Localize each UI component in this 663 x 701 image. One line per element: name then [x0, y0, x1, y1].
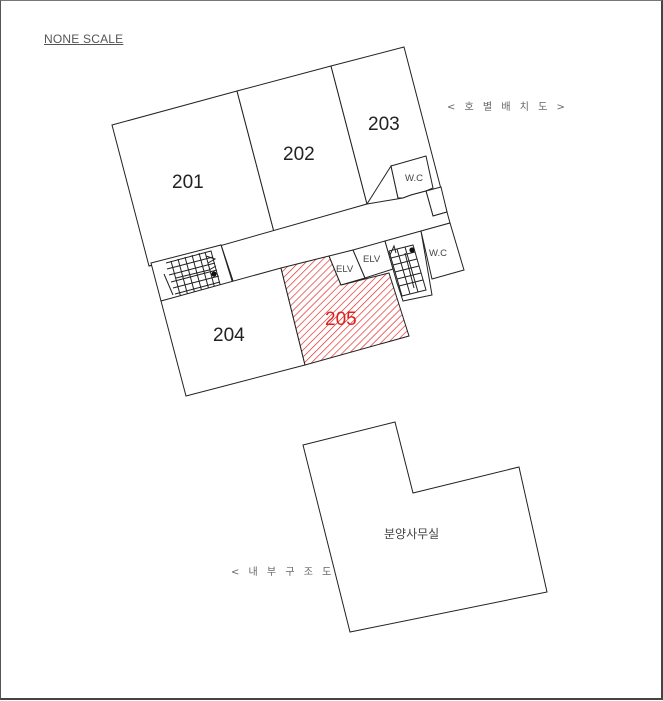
room-202-label: 202 — [283, 144, 315, 165]
wc-upper-label: W.C — [405, 173, 423, 184]
wc-lower-label: W.C — [429, 248, 447, 259]
elevator-1-label: ELV — [336, 264, 354, 275]
interior-structure-caption: < 내 부 구 조 도 > — [231, 567, 352, 578]
stair-east-grid — [388, 244, 427, 297]
room-205-label: 205 — [325, 309, 357, 330]
stair-marker-dot — [211, 271, 217, 277]
sales-office-label: 분양사무실 — [384, 527, 439, 541]
elevator-2-label: ELV — [363, 254, 381, 265]
room-201-label: 201 — [172, 172, 204, 193]
stair-marker-dot — [409, 247, 415, 253]
stair-west-grid — [163, 250, 222, 301]
wc-lower[interactable] — [420, 222, 465, 280]
sales-office[interactable] — [302, 421, 548, 633]
upper-building — [111, 46, 465, 397]
floor-layout-caption: < 호 별 배 치 도 > — [447, 102, 568, 113]
room-204-label: 204 — [213, 325, 245, 346]
scale-label: NONE SCALE — [44, 32, 124, 46]
room-203-label: 203 — [368, 114, 400, 135]
